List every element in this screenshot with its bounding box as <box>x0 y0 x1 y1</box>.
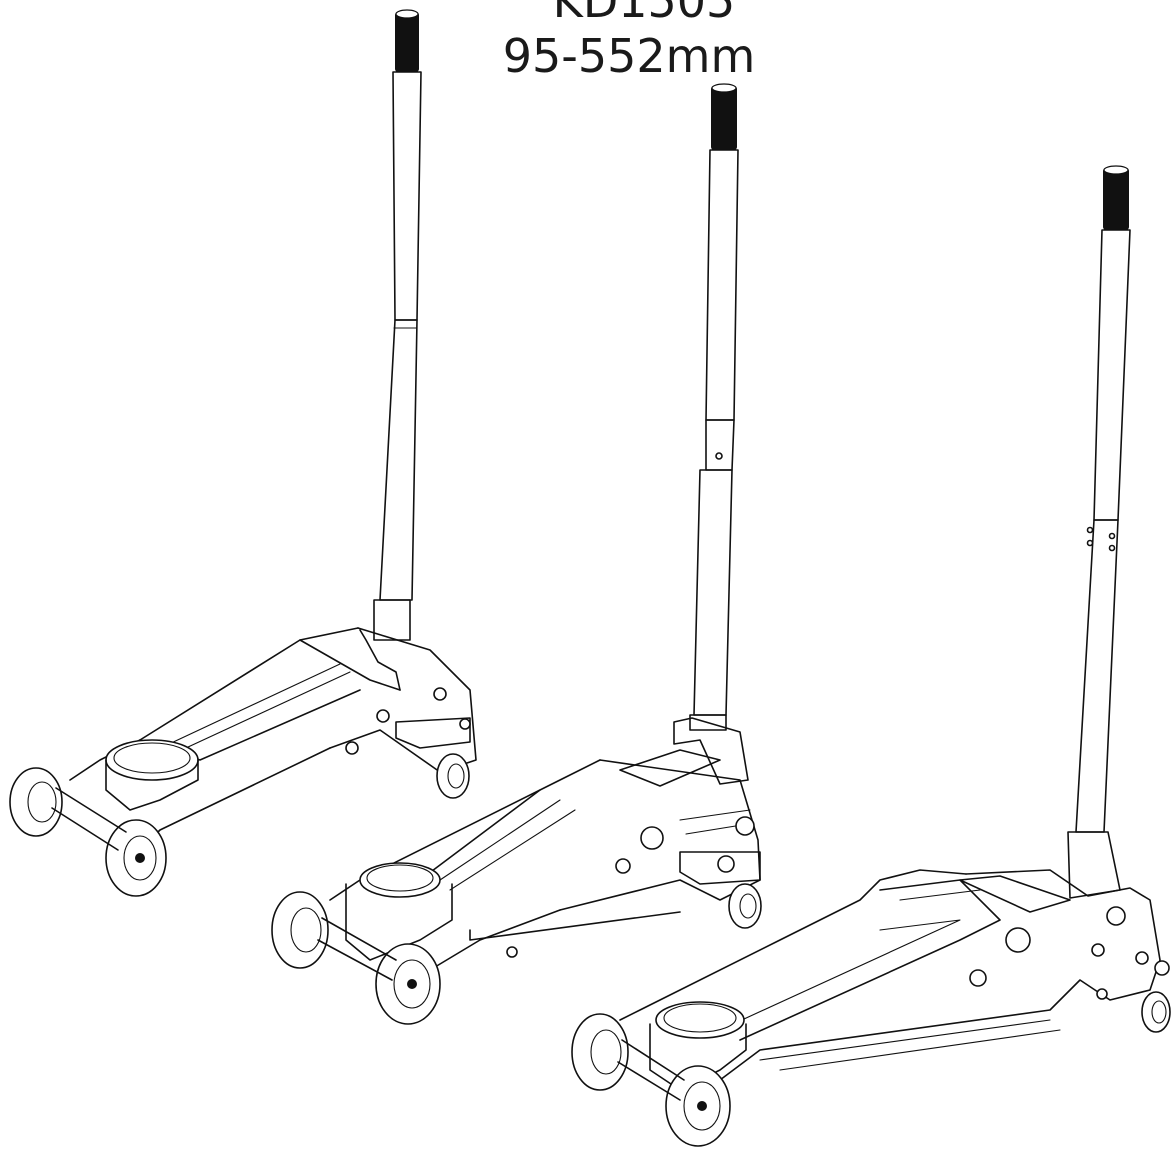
jack-middle-handle <box>689 83 739 731</box>
jack-middle-wheels <box>271 883 762 1025</box>
jack-right-chassis <box>619 869 1170 1091</box>
jack-middle-chassis <box>329 717 761 971</box>
jack-left <box>9 9 477 897</box>
jack-right-handle <box>1067 165 1131 899</box>
jack-left-handle <box>373 9 422 641</box>
model-number: KD1505 <box>552 0 736 28</box>
jack-left-saddle <box>105 739 199 811</box>
lift-range: 95-552mm <box>502 29 756 83</box>
jack-right-wheels <box>571 991 1171 1147</box>
jack-left-chassis <box>69 627 477 841</box>
jack-left-wheels <box>9 753 470 897</box>
jack-middle <box>271 83 762 1025</box>
jack-right-saddle <box>649 1001 747 1091</box>
jack-right <box>571 165 1171 1147</box>
